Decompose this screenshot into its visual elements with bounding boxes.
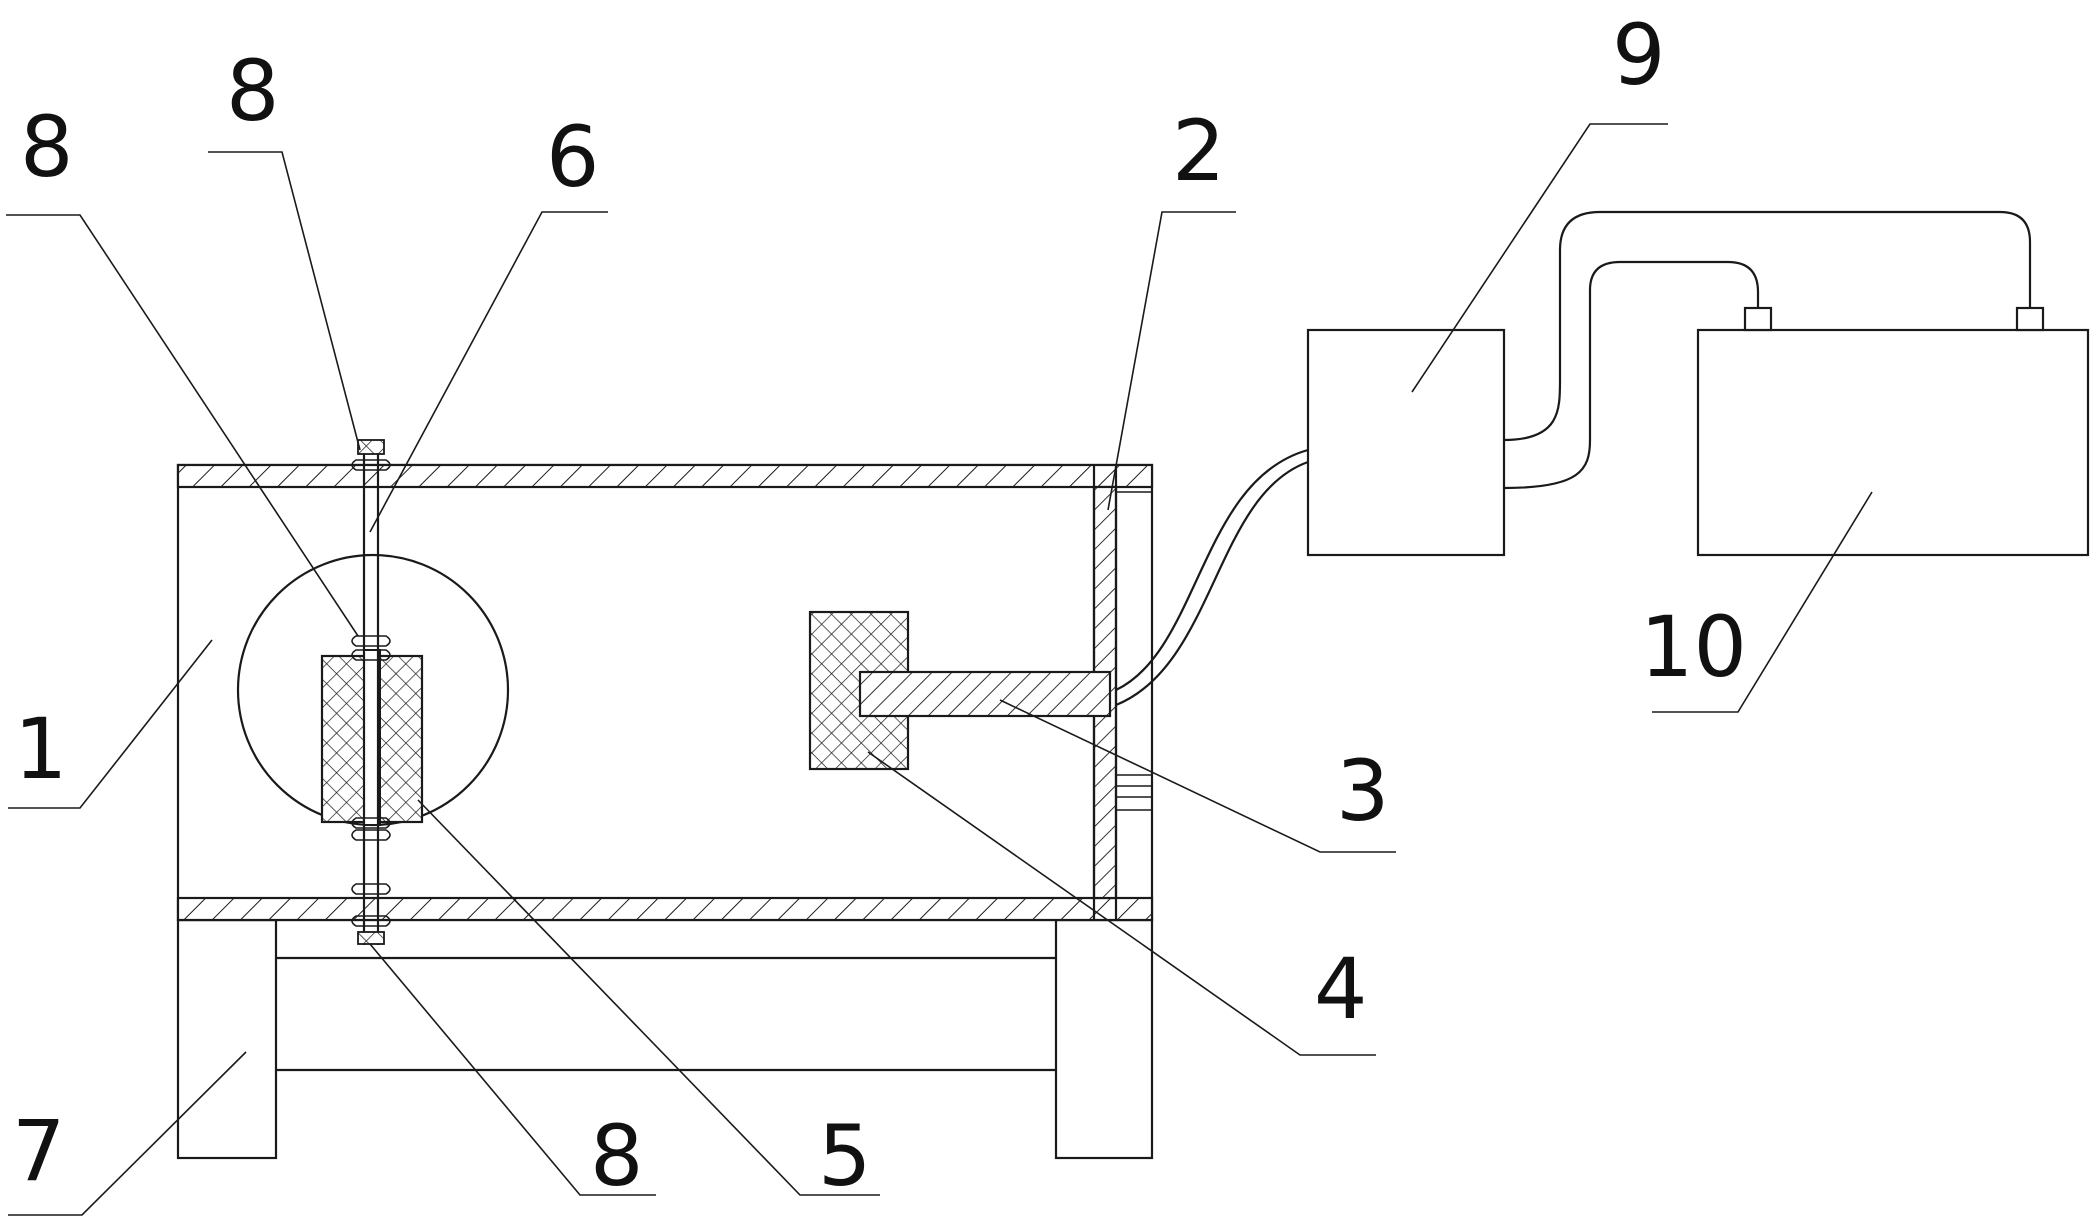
power-supply [1698,308,2088,555]
label-3: 3 [1336,742,1389,840]
label-9: 9 [1612,6,1665,104]
controller-box [1308,330,1504,555]
chamber-top-wall [178,465,1152,487]
label-6: 6 [546,108,599,206]
label-7: 7 [12,1102,65,1200]
label-1: 1 [14,700,67,798]
stand [178,920,1152,1158]
leader-8-top-outer [208,152,360,450]
label-8-top-outer: 8 [226,42,279,140]
controller [1308,330,1504,555]
label-2: 2 [1172,102,1225,200]
power-supply-body [1698,330,2088,555]
stand-leg-left [178,920,276,1158]
label-5: 5 [818,1107,871,1205]
stand-leg-right [1056,920,1152,1158]
label-8-top-inner: 8 [20,98,73,196]
label-4: 4 [1314,940,1367,1038]
terminal-right [2017,308,2043,330]
heating-rod [860,672,1110,716]
chamber-bottom-wall [178,898,1152,920]
label-8-bottom: 8 [590,1107,643,1205]
label-10: 10 [1640,598,1747,696]
terminal-left [1745,308,1771,330]
